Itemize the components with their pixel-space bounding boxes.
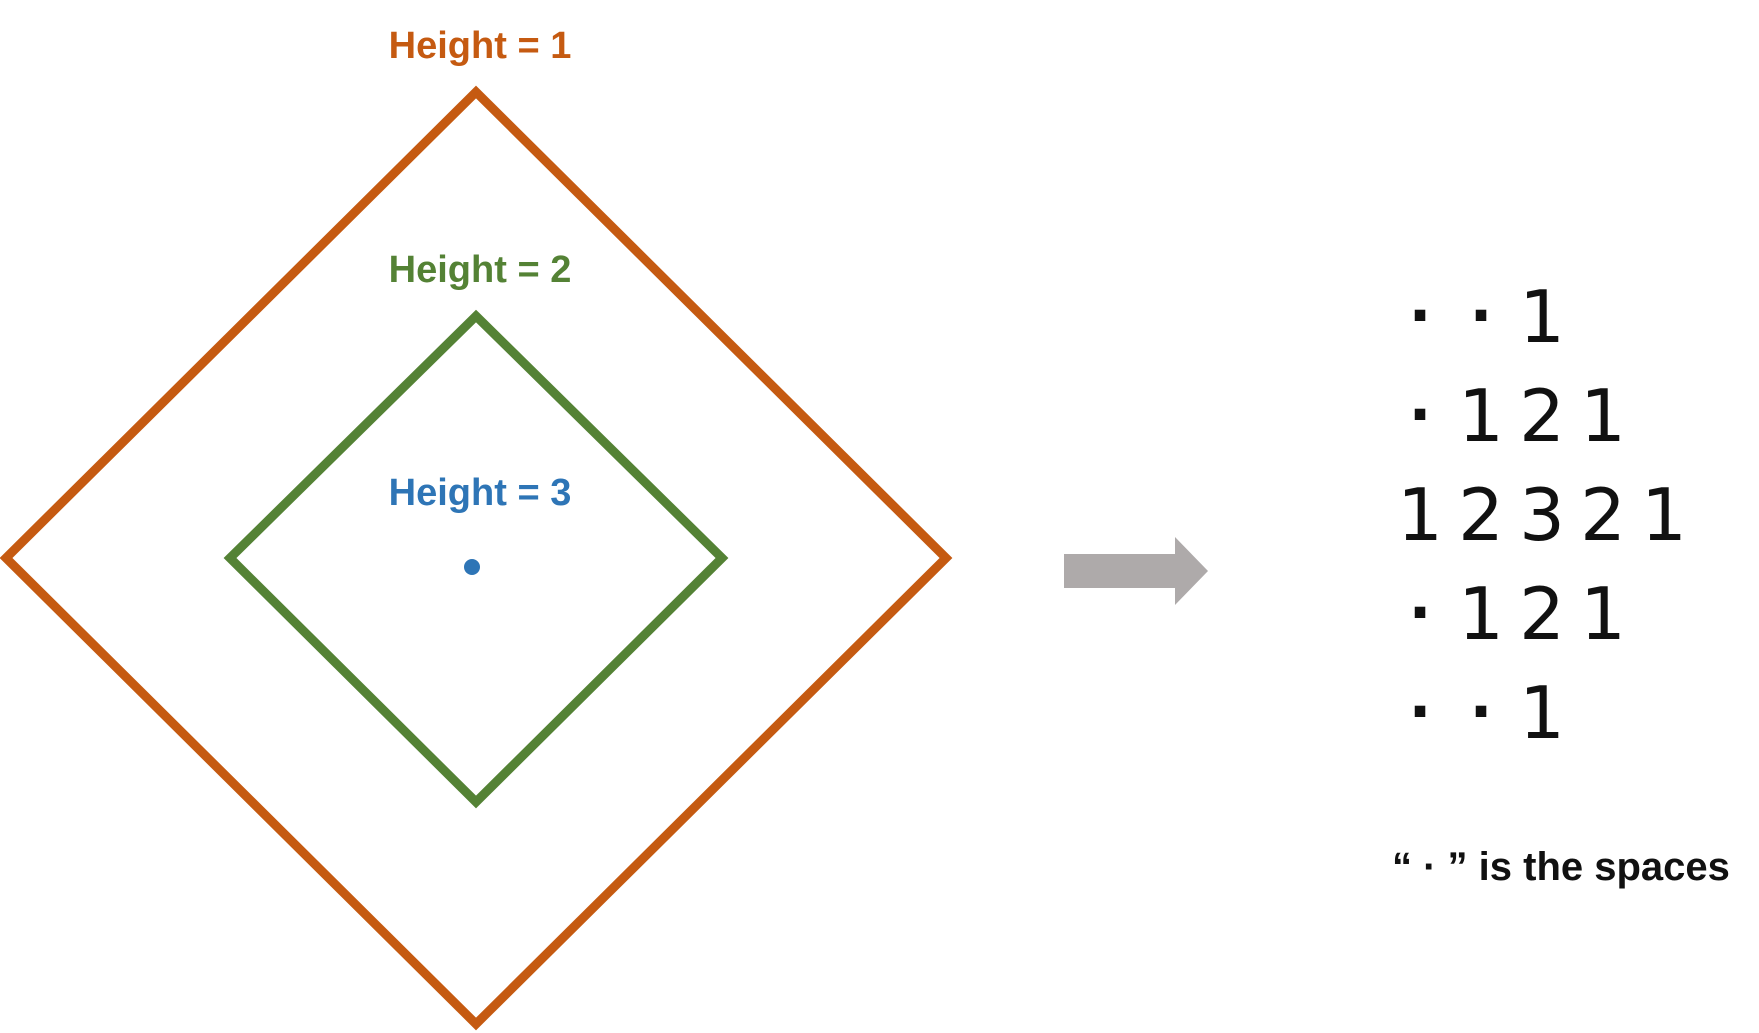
inner-height-label: Height = 3	[389, 472, 572, 514]
space-dot: ·	[1470, 281, 1493, 351]
outer-height-label: Height = 1	[389, 25, 572, 67]
pattern-number: 1	[1458, 374, 1504, 458]
pattern-number: 1	[1397, 473, 1443, 557]
space-dot: ·	[1409, 578, 1432, 648]
center-dot-icon	[464, 559, 480, 575]
pattern-number: 1	[1641, 473, 1687, 557]
space-dot: ·	[1409, 380, 1432, 450]
pattern-number: 1	[1519, 275, 1565, 359]
middle-height-label: Height = 2	[389, 249, 572, 291]
space-dot: ·	[1409, 677, 1432, 747]
space-dot: ·	[1409, 281, 1432, 351]
pattern-number: 1	[1519, 671, 1565, 755]
right-arrow-icon	[1064, 537, 1208, 605]
middle-diamond	[223, 309, 729, 809]
pattern-number: 2	[1458, 473, 1504, 557]
pattern-number: 1	[1458, 572, 1504, 656]
spaces-caption: “ · ” is the spaces	[1392, 845, 1730, 889]
pattern-number: 1	[1580, 374, 1626, 458]
pattern-number: 3	[1519, 473, 1565, 557]
pattern-number: 2	[1519, 374, 1565, 458]
pattern-number: 1	[1580, 572, 1626, 656]
outer-diamond	[0, 85, 953, 1031]
space-dot: ·	[1470, 677, 1493, 747]
pattern-number: 2	[1580, 473, 1626, 557]
pattern-number: 2	[1519, 572, 1565, 656]
